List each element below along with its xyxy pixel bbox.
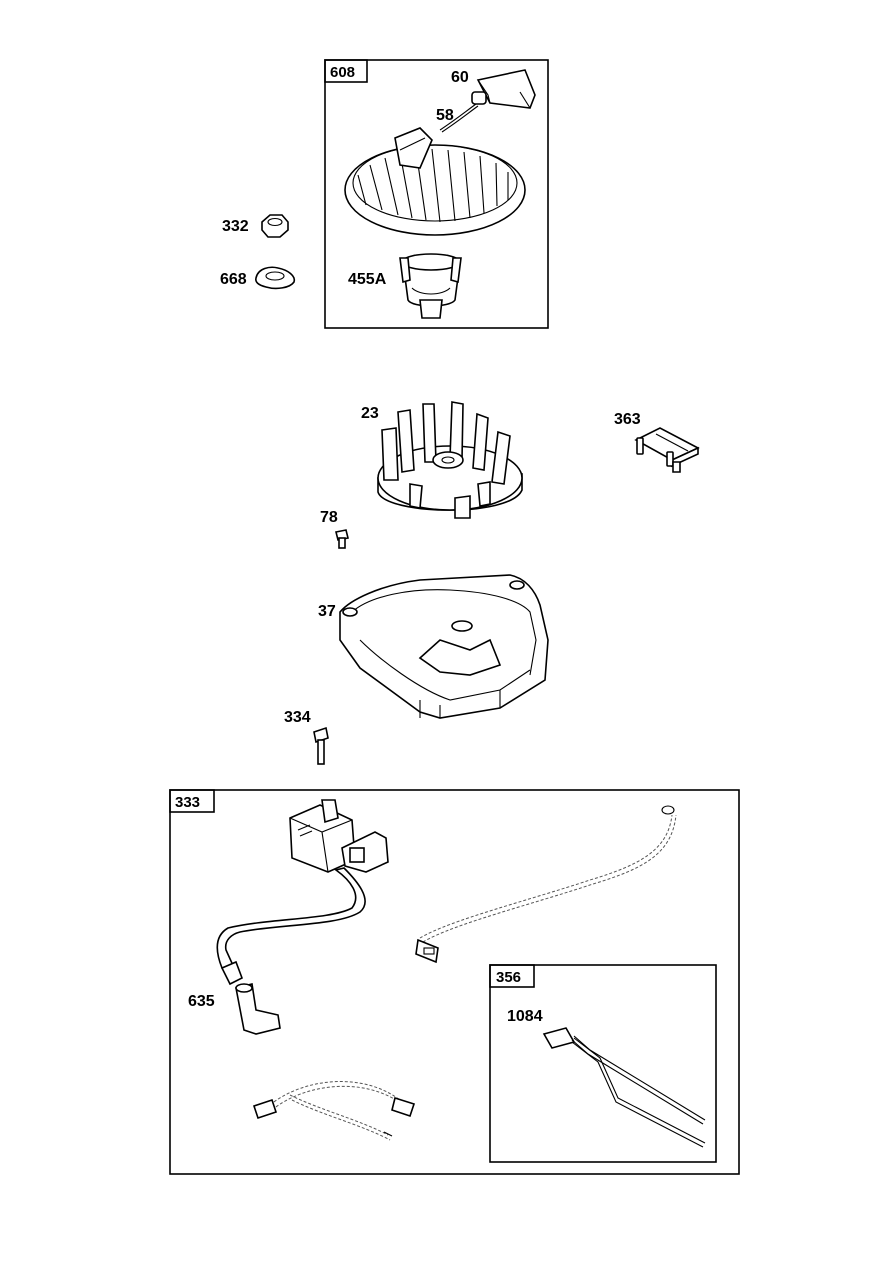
group-608-tag xyxy=(324,59,368,83)
kill-wire xyxy=(542,1027,706,1148)
group-356-frame xyxy=(489,964,717,1163)
group-333: 333 635 xyxy=(169,789,740,1175)
ground-wire xyxy=(415,805,677,964)
group-356: 356 1084 xyxy=(489,964,717,1163)
part-label-1084: 1084 xyxy=(507,1008,543,1025)
group-356-label: 356 xyxy=(496,969,521,986)
part-label-668: 668 xyxy=(220,271,247,288)
starter-cup xyxy=(399,253,462,319)
starter-handle xyxy=(471,69,536,109)
washer xyxy=(255,266,296,290)
part-label-334: 334 xyxy=(284,709,311,726)
spark-plug-boot xyxy=(235,983,281,1035)
screw xyxy=(335,529,349,549)
part-label-78: 78 xyxy=(320,509,338,526)
part-label-60: 60 xyxy=(451,69,469,86)
ignition-coil xyxy=(289,799,389,873)
blower-housing xyxy=(339,574,549,719)
high-tension-lead xyxy=(216,867,366,976)
part-label-37: 37 xyxy=(318,603,336,620)
recoil-housing xyxy=(344,127,526,236)
group-608-frame xyxy=(324,59,549,329)
hex-nut xyxy=(261,214,289,238)
part-label-635: 635 xyxy=(188,993,215,1010)
part-label-332: 332 xyxy=(222,218,249,235)
starter-rope xyxy=(439,103,477,131)
group-333-label: 333 xyxy=(175,794,200,811)
wire-harness xyxy=(252,1081,416,1141)
part-label-363: 363 xyxy=(614,411,641,428)
flywheel xyxy=(377,401,523,519)
group-333-tag xyxy=(169,789,215,813)
group-608: 608 60 58 455A xyxy=(324,59,549,329)
group-356-tag xyxy=(489,964,535,988)
part-label-58: 58 xyxy=(436,107,454,124)
bracket xyxy=(634,427,700,473)
part-label-455a: 455A xyxy=(348,271,387,288)
group-608-label: 608 xyxy=(330,64,355,81)
bolt xyxy=(313,726,329,765)
group-333-frame xyxy=(169,789,740,1175)
part-label-23: 23 xyxy=(361,405,379,422)
